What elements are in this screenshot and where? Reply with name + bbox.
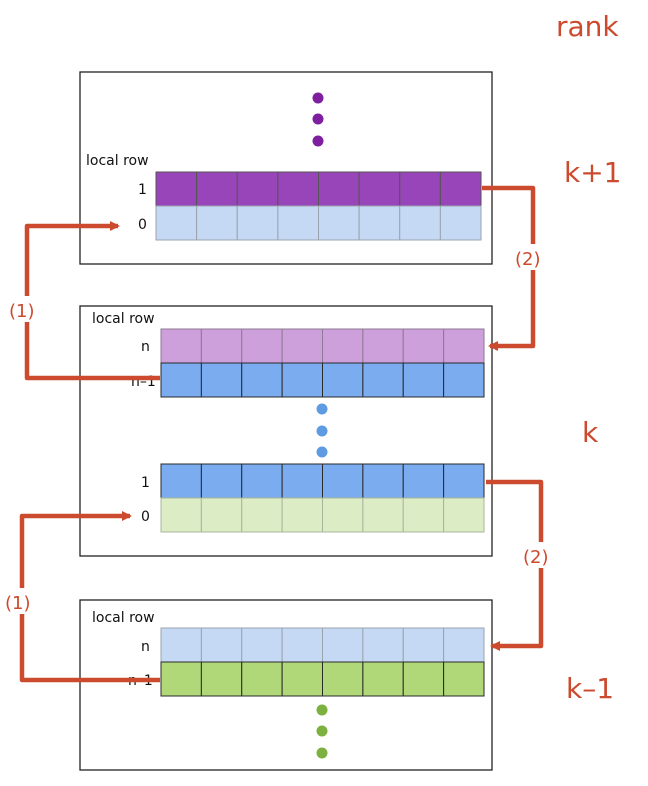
grid-cell [155,205,198,241]
grid-cell [402,362,445,398]
grid-cell [241,328,283,364]
row-index-label: 0 [141,509,150,525]
grid-cell [402,463,445,499]
grid-cell [160,328,202,364]
grid-cell [399,171,441,207]
grid-cell [196,205,238,241]
grid-cell [362,661,404,697]
grid-cell [200,328,243,364]
ellipsis-dots-k-plus-1 [312,92,324,147]
grid-cell [160,627,202,663]
grid-cell [200,362,243,398]
rank-label-k-plus-1: k+1 [564,156,622,189]
local-row-label-k-minus-1: local row [92,610,155,626]
row-index-label: 0 [138,217,147,233]
cell-row [160,661,485,697]
grid-cell [402,627,445,663]
grid-cell [318,205,360,241]
grid-cell [236,171,279,207]
rank-label-k: k [582,416,599,449]
ellipsis-dots-k-minus-1 [316,704,328,759]
grid-cell [160,661,202,697]
grid-cell [443,463,485,499]
grid-cell [362,497,404,533]
grid-cell [439,205,482,241]
cell-row [155,205,482,241]
cell-row [160,362,485,398]
grid-cell [362,627,404,663]
grid-cell [322,627,364,663]
row-index-label: n [141,639,150,655]
grid-cell [402,497,445,533]
grid-cell [241,463,283,499]
grid-cell [358,171,401,207]
grid-cell [236,205,279,241]
grid-cell [200,497,243,533]
grid-cell [443,661,485,697]
grid-cell [281,627,324,663]
grid-cell [241,627,283,663]
step-1-label-upper: (1) [9,301,35,322]
grid-cell [358,205,401,241]
cell-row [160,627,485,663]
local-row-label-k: local row [92,311,155,327]
grid-cell [241,362,283,398]
grid-cell [160,362,202,398]
grid-cell [196,171,238,207]
grid-cell [322,463,364,499]
grid-cell [281,328,324,364]
grid-cell [399,205,441,241]
step-1-label-lower: (1) [5,593,31,614]
label-bg [6,296,48,322]
grid-cell [155,171,198,207]
cell-row [155,171,482,207]
grid-cell [402,661,445,697]
grid-cell [277,171,320,207]
row-index-label: 1 [141,475,150,491]
grid-cell [439,171,482,207]
grid-cell [322,661,364,697]
row-index-label: 1 [138,182,147,198]
label-bg [512,244,556,270]
grid-cell [160,463,202,499]
grid-cell [200,627,243,663]
grid-cell [322,328,364,364]
label-bg [520,542,564,568]
grid-cell [362,328,404,364]
rank-label-k-minus-1: k–1 [566,672,614,705]
cell-row [160,463,485,499]
grid-cell [362,463,404,499]
grid-cell [281,497,324,533]
step-2-label-upper: (2) [515,249,541,270]
local-row-label-k-plus-1: local row [86,153,149,169]
grid-cell [443,362,485,398]
row-index-label: n [141,339,150,355]
grid-cell [277,205,320,241]
grid-cell [443,627,485,663]
grid-cell [200,463,243,499]
grid-cell [160,497,202,533]
grid-cell [443,328,485,364]
grid-cell [281,661,324,697]
grid-cell [200,661,243,697]
grid-cell [362,362,404,398]
grid-cell [402,328,445,364]
grid-cell [322,497,364,533]
rank-title: rank [556,10,619,43]
grid-cell [322,362,364,398]
grid-cell [241,497,283,533]
grid-cell [281,463,324,499]
cell-row [160,497,485,533]
grid-cell [443,497,485,533]
grid-cell [281,362,324,398]
grid-cell [241,661,283,697]
grid-cell [318,171,360,207]
ellipsis-dots-k [316,403,328,458]
step-2-label-lower: (2) [523,547,549,568]
cell-row [160,328,485,364]
label-bg [2,588,44,614]
